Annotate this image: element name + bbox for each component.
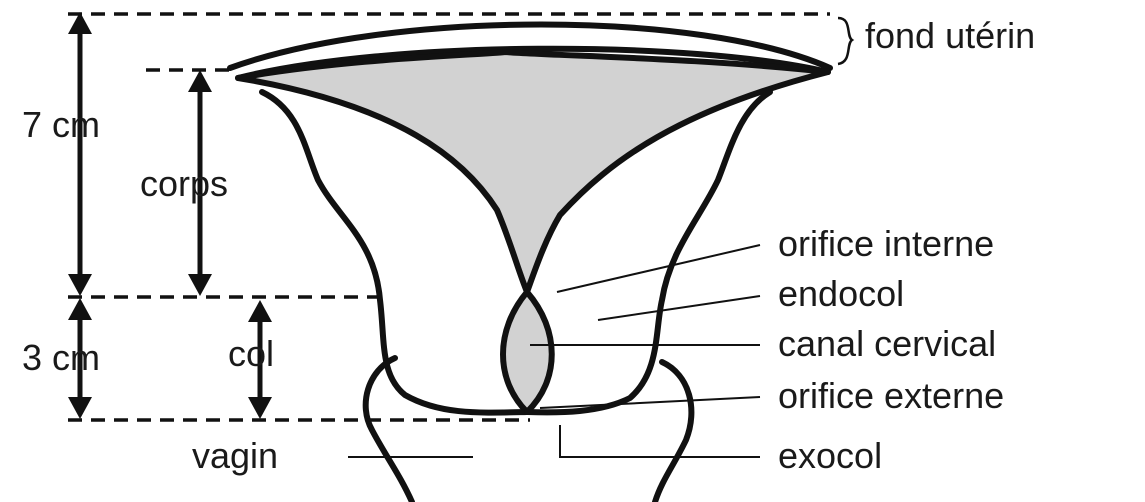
leader-orifice-interne — [557, 245, 760, 292]
label-col: col — [228, 333, 274, 374]
label-7cm: 7 cm — [22, 104, 100, 145]
label-fond-uterin: fond utérin — [865, 15, 1035, 56]
vagina-wall-right — [655, 362, 691, 502]
label-corps: corps — [140, 163, 228, 204]
leader-exocol — [560, 425, 760, 457]
label-3cm: 3 cm — [22, 337, 100, 378]
label-orifice-interne: orifice interne — [778, 223, 994, 264]
fundus-brace — [838, 18, 852, 64]
label-canal-cervical: canal cervical — [778, 323, 996, 364]
leader-orifice-externe — [540, 397, 760, 408]
uterine-cavity — [238, 52, 828, 292]
label-endocol: endocol — [778, 273, 904, 314]
label-exocol: exocol — [778, 435, 882, 476]
leader-endocol — [598, 296, 760, 320]
label-vagin: vagin — [192, 435, 278, 476]
cervical-canal — [503, 292, 552, 412]
vagina-wall-left — [366, 358, 412, 502]
dimension-7cm-arrow — [68, 12, 92, 296]
label-orifice-externe: orifice externe — [778, 375, 1004, 416]
